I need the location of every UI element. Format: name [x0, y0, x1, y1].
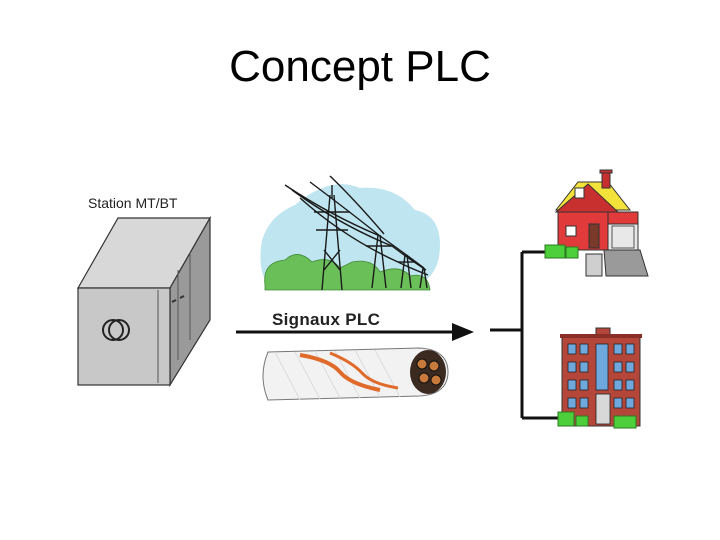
meter-icon — [557, 411, 637, 429]
distribution-lines — [490, 250, 560, 420]
meter-icon — [544, 244, 579, 259]
page-title: Concept PLC — [229, 42, 491, 91]
signal-label: Signaux PLC — [272, 310, 381, 329]
transformer-station — [76, 215, 212, 388]
plc-signal-arrow — [236, 323, 474, 341]
power-pylon-icon — [260, 175, 440, 291]
apartment-building-icon — [560, 327, 642, 427]
transformer-icon — [102, 319, 130, 341]
house-icon — [554, 169, 649, 277]
cable-icon — [262, 347, 449, 401]
station-label: Station MT/BT — [88, 195, 178, 211]
